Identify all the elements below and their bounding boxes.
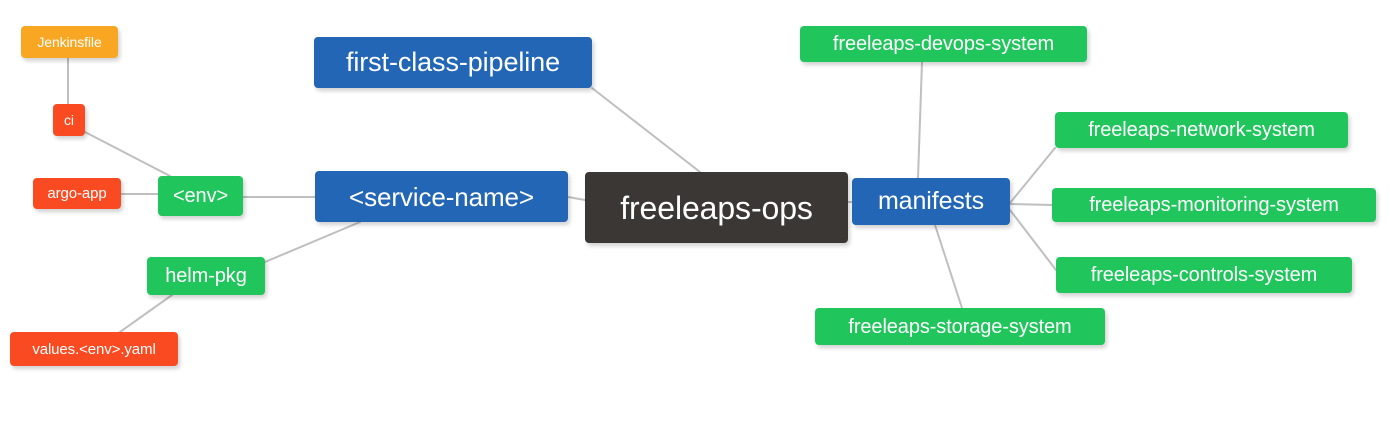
edge-helm-pkg-to-values-yaml <box>119 294 173 333</box>
edge-manifests-to-freeleaps-controls-system <box>1009 209 1057 271</box>
node-env[interactable]: <env> <box>158 176 243 216</box>
node-label-values-yaml: values.<env>.yaml <box>32 340 156 358</box>
edge-manifests-to-freeleaps-storage-system <box>934 224 963 309</box>
node-label-first-class-pipeline: first-class-pipeline <box>345 47 561 77</box>
node-values-yaml[interactable]: values.<env>.yaml <box>10 332 178 366</box>
node-argo-app[interactable]: argo-app <box>33 178 121 209</box>
node-manifests[interactable]: manifests <box>852 178 1010 225</box>
node-label-helm-pkg: helm-pkg <box>165 265 247 287</box>
edge-service-name-to-freeleaps-ops <box>567 196 586 201</box>
node-freeleaps-controls-system[interactable]: freeleaps-controls-system <box>1056 257 1352 293</box>
node-label-freeleaps-ops: freeleaps-ops <box>620 189 813 226</box>
node-label-freeleaps-controls-system: freeleaps-controls-system <box>1090 264 1318 286</box>
node-helm-pkg[interactable]: helm-pkg <box>147 257 265 295</box>
edge-first-class-pipeline-to-freeleaps-ops <box>591 87 701 173</box>
node-label-freeleaps-network-system: freeleaps-network-system <box>1088 119 1315 141</box>
node-freeleaps-monitoring-system[interactable]: freeleaps-monitoring-system <box>1052 188 1376 222</box>
edge-ci-to-env <box>84 131 171 177</box>
node-jenkinsfile[interactable]: Jenkinsfile <box>21 26 118 58</box>
node-freeleaps-ops[interactable]: freeleaps-ops <box>585 172 848 243</box>
edge-manifests-to-freeleaps-devops-system <box>917 61 923 179</box>
node-label-service-name: <service-name> <box>348 181 535 212</box>
node-freeleaps-storage-system[interactable]: freeleaps-storage-system <box>815 308 1105 345</box>
node-first-class-pipeline[interactable]: first-class-pipeline <box>314 37 592 88</box>
node-label-manifests: manifests <box>877 187 985 215</box>
node-label-freeleaps-monitoring-system: freeleaps-monitoring-system <box>1089 194 1339 216</box>
node-label-freeleaps-storage-system: freeleaps-storage-system <box>848 315 1072 338</box>
node-freeleaps-devops-system[interactable]: freeleaps-devops-system <box>800 26 1087 62</box>
node-freeleaps-network-system[interactable]: freeleaps-network-system <box>1055 112 1348 148</box>
node-label-env: <env> <box>172 185 229 207</box>
node-ci[interactable]: ci <box>53 104 85 136</box>
node-service-name[interactable]: <service-name> <box>315 171 568 222</box>
edge-manifests-to-freeleaps-network-system <box>1009 147 1056 204</box>
edge-service-name-to-helm-pkg <box>264 221 361 263</box>
node-label-freeleaps-devops-system: freeleaps-devops-system <box>832 33 1055 55</box>
node-label-argo-app: argo-app <box>47 185 107 202</box>
node-label-jenkinsfile: Jenkinsfile <box>37 34 102 50</box>
node-label-ci: ci <box>64 112 74 128</box>
edge-manifests-to-freeleaps-monitoring-system <box>1009 203 1053 206</box>
